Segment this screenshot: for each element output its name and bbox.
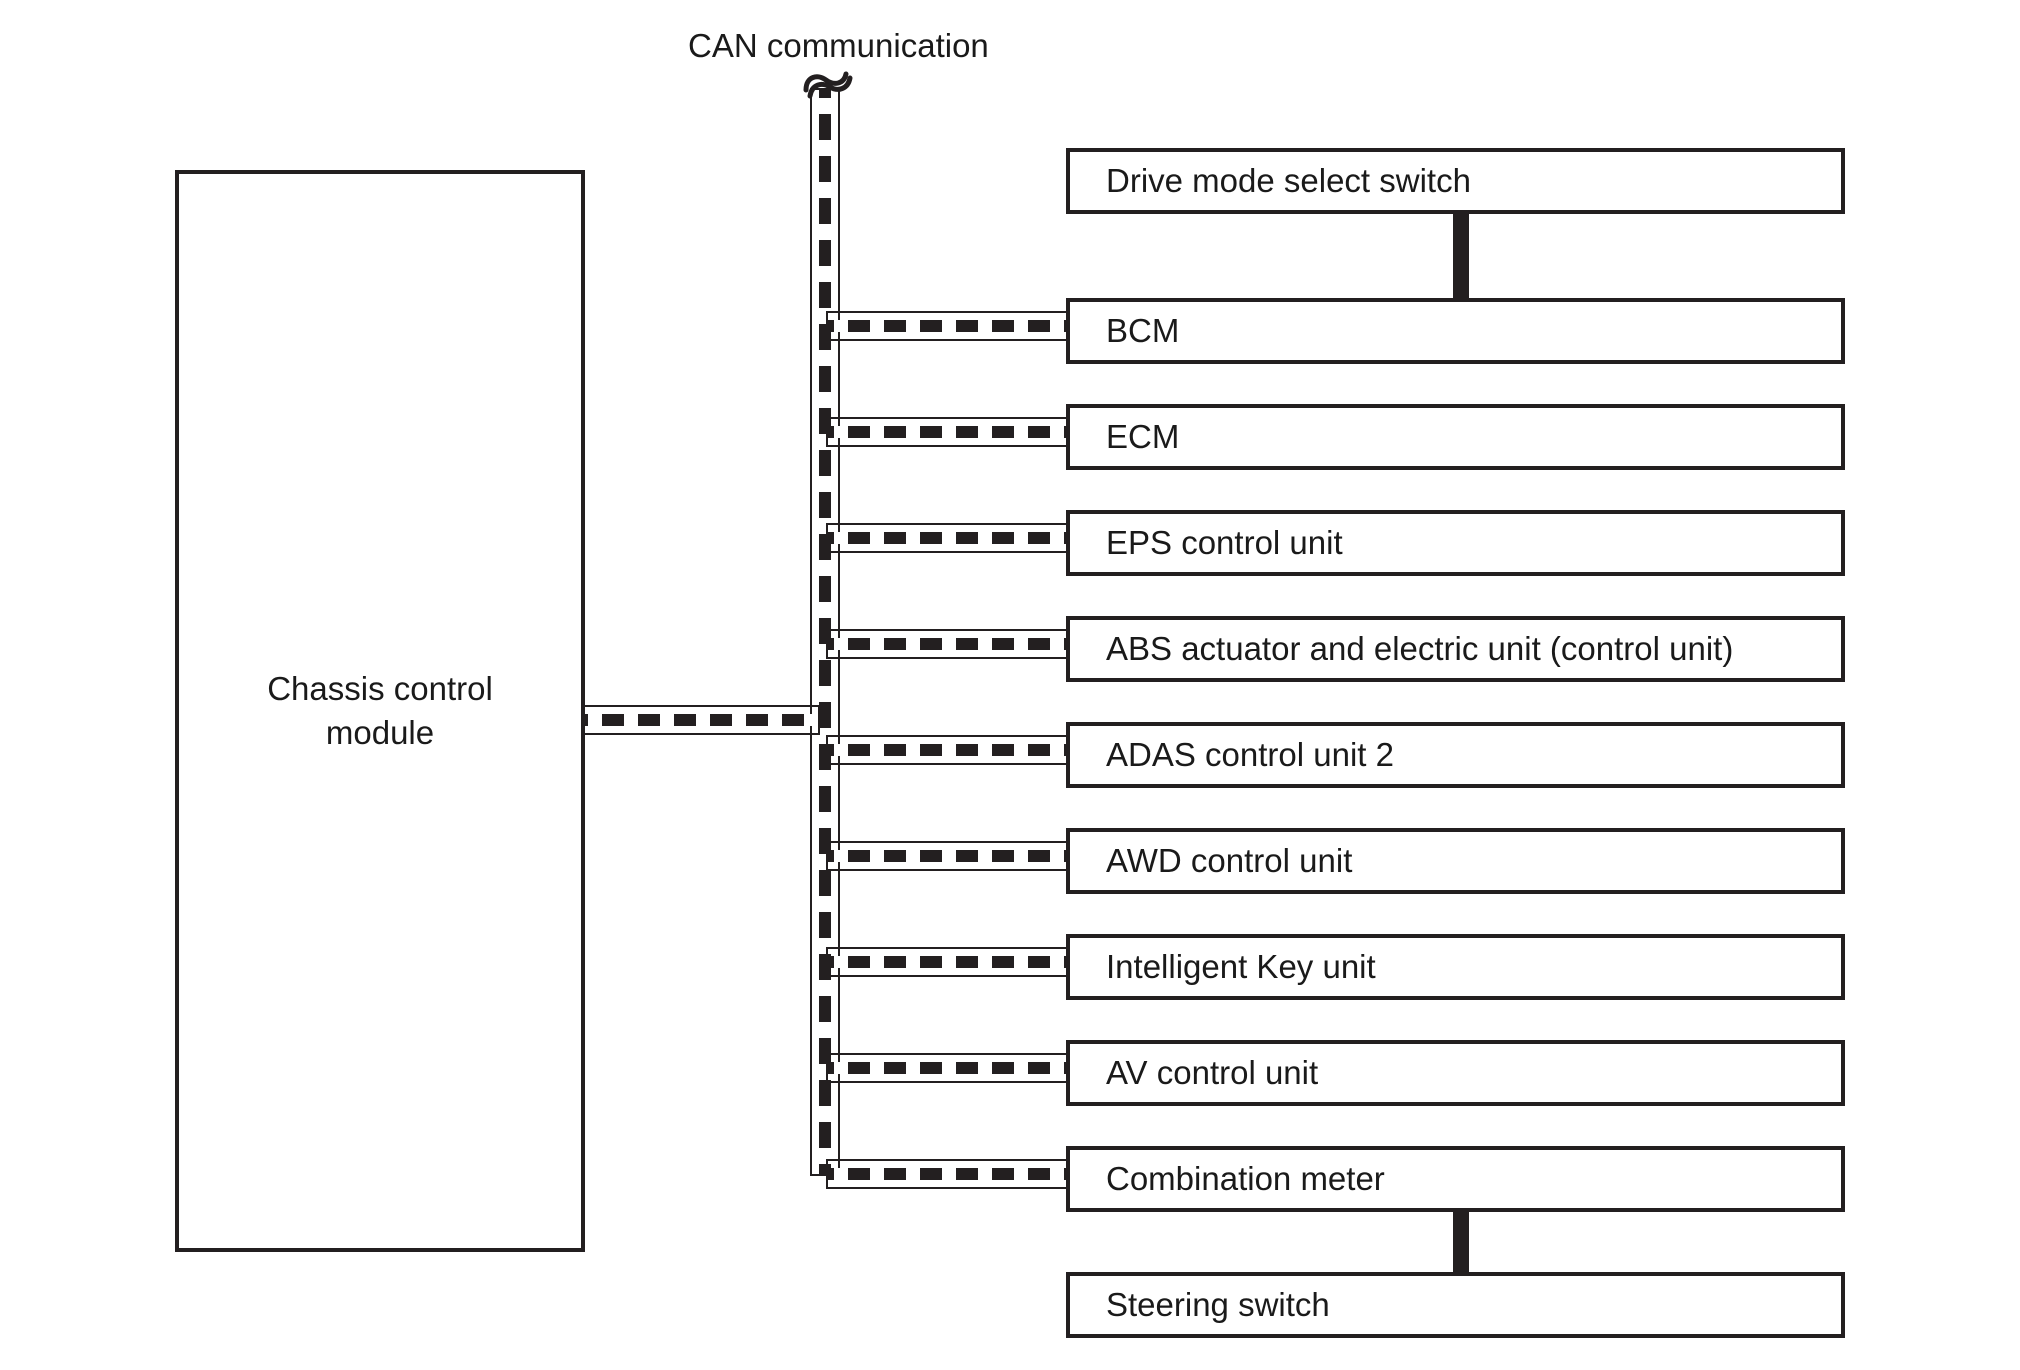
unit-box-intelligent-key-unit[interactable]: Intelligent Key unit [1066, 934, 1845, 1000]
unit-box-steering-switch[interactable]: Steering switch [1066, 1272, 1845, 1338]
can-bus-stub-av-control-unit [826, 1053, 1074, 1083]
can-bus-stub-combination-meter [826, 1159, 1074, 1189]
unit-box-bcm[interactable]: BCM [1066, 298, 1845, 364]
unit-label: Combination meter [1106, 1160, 1385, 1198]
module-box-chassis-control-module[interactable]: Chassis control module [175, 170, 585, 1252]
module-label-line2: module [325, 714, 435, 751]
unit-box-drive-mode-select-switch[interactable]: Drive mode select switch [1066, 148, 1845, 214]
can-bus-stub-eps-control-unit [826, 523, 1074, 553]
can-bus-horizontal-trunk [580, 705, 820, 735]
unit-box-abs-actuator-and-electric-unit[interactable]: ABS actuator and electric unit (control … [1066, 616, 1845, 682]
can-bus-stub-awd-control-unit [826, 841, 1074, 871]
can-bus-stub-adas-control-unit-2 [826, 735, 1074, 765]
module-label-wrapper: Chassis control module [267, 667, 493, 754]
unit-label: ADAS control unit 2 [1106, 736, 1394, 774]
unit-box-ecm[interactable]: ECM [1066, 404, 1845, 470]
unit-box-av-control-unit[interactable]: AV control unit [1066, 1040, 1845, 1106]
unit-box-eps-control-unit[interactable]: EPS control unit [1066, 510, 1845, 576]
can-bus-stub-bcm [826, 311, 1074, 341]
can-bus-vertical-trunk [810, 88, 840, 1176]
unit-label: ECM [1106, 418, 1180, 456]
unit-label: AWD control unit [1106, 842, 1353, 880]
unit-label: EPS control unit [1106, 524, 1343, 562]
unit-label: Steering switch [1106, 1286, 1330, 1324]
unit-label: ABS actuator and electric unit (control … [1106, 630, 1734, 668]
can-bus-stub-ecm [826, 417, 1074, 447]
solid-link-combination-meter-to-steering-switch [1453, 1192, 1469, 1280]
unit-label: AV control unit [1106, 1054, 1319, 1092]
module-label-line1: Chassis control [267, 670, 493, 708]
unit-label: BCM [1106, 312, 1180, 350]
unit-label: Drive mode select switch [1106, 162, 1471, 200]
can-bus-stub-intelligent-key-unit [826, 947, 1074, 977]
unit-label: Intelligent Key unit [1106, 948, 1376, 986]
unit-box-adas-control-unit-2[interactable]: ADAS control unit 2 [1066, 722, 1845, 788]
unit-box-awd-control-unit[interactable]: AWD control unit [1066, 828, 1845, 894]
solid-link-drive-mode-select-switch-to-bcm [1453, 198, 1469, 313]
unit-box-combination-meter[interactable]: Combination meter [1066, 1146, 1845, 1212]
can-bus-stub-abs-actuator [826, 629, 1074, 659]
diagram-title: CAN communication [688, 27, 989, 64]
